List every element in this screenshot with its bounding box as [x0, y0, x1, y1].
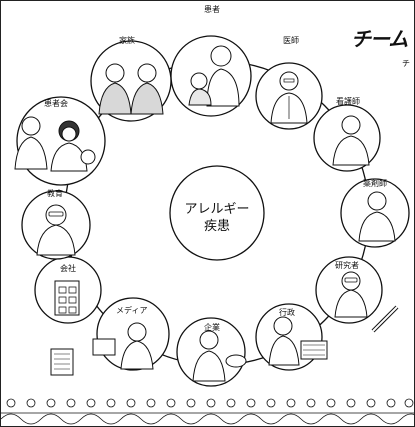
label-media: メディア: [116, 306, 148, 315]
node-company-circle: [176, 317, 247, 387]
label-doctor: 医師: [283, 36, 299, 45]
diagram-subtitle-fragment: チ: [402, 59, 410, 68]
center-label: アレルギー 疾患: [179, 201, 255, 235]
label-government: 行政: [279, 308, 295, 317]
label-patient: 患者: [204, 5, 220, 14]
node-pharmacist-circle: [340, 178, 410, 248]
label-company: 企業: [204, 323, 220, 332]
node-researcher-circle: [315, 256, 399, 333]
label-nurse: 看護師: [336, 97, 360, 106]
label-family: 家族: [119, 36, 135, 45]
diagram-title: チーム: [351, 27, 408, 51]
node-media-circle: [50, 297, 170, 376]
node-workplace-circle: [34, 256, 102, 324]
node-doctor-circle: [255, 62, 323, 130]
center-circle: [169, 165, 265, 261]
center-label-line1: アレルギー: [184, 202, 250, 217]
footer-people-border: [1, 398, 414, 425]
label-pharmacist: 薬剤師: [363, 179, 387, 188]
node-nurse-circle: [313, 104, 381, 172]
label-patient-assoc: 患者会: [44, 99, 68, 108]
node-government-circle: [255, 303, 328, 371]
node-education-circle: [21, 190, 91, 260]
label-workplace: 会社: [60, 264, 76, 273]
node-patient-circle: [170, 35, 252, 117]
center-label-line2: 疾患: [203, 219, 230, 234]
label-education: 教育: [47, 189, 63, 198]
node-family-circle: [90, 40, 172, 122]
label-researcher: 研究者: [335, 261, 359, 270]
node-patient-assoc-circle: [14, 96, 106, 186]
